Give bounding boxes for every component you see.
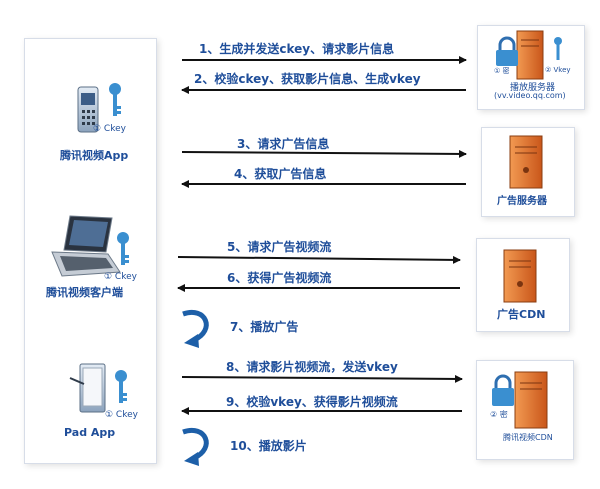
ad-server-icon (509, 135, 543, 189)
ad-cdn-icon (503, 249, 537, 303)
app-key-label: ① Ckey (93, 124, 126, 134)
cdn-key-label: ② 密 (490, 410, 508, 419)
key-icon-pc (117, 232, 129, 265)
arrow-step-5 (177, 255, 461, 264)
step-10-label: 10、播放影片 (230, 439, 307, 453)
play-server-icon (516, 30, 544, 80)
step-4-label: 4、获取广告信息 (234, 167, 327, 181)
lock-icon-play (496, 36, 518, 66)
video-cdn-label: 腾讯视频CDN (503, 433, 553, 442)
step-1-label: 1、生成并发送ckey、请求影片信息 (199, 42, 395, 56)
ad-cdn-label: 广告CDN (497, 308, 546, 321)
key-icon-pad (115, 370, 127, 403)
play-key2-label: ② Vkey (545, 66, 571, 74)
step-8-label: 8、请求影片视频流，发送vkey (226, 360, 398, 374)
step-3-label: 3、请求广告信息 (237, 137, 330, 151)
step-5-label: 5、请求广告视频流 (227, 240, 332, 254)
lock-icon-cdn (492, 374, 514, 406)
app-label: 腾讯视频App (60, 149, 129, 162)
play-server-label: 播放服务器 (510, 83, 556, 93)
arrow-step-8 (181, 374, 463, 383)
arrow-step-3 (181, 149, 467, 158)
pad-icon (69, 363, 106, 413)
loop-arrow-step-10 (182, 427, 209, 466)
step-2-label: 2、校验ckey、获取影片信息、生成vkey (194, 72, 421, 86)
video-cdn-icon (514, 371, 548, 429)
pad-label: Pad App (64, 426, 116, 439)
step-9-label: 9、校验vkey、获得影片视频流 (226, 395, 398, 409)
step-7-label: 7、播放广告 (230, 320, 299, 334)
play-key1-label: ① 密 (494, 67, 510, 75)
pad-key-label: ① Ckey (105, 410, 138, 420)
ad-server-label: 广告服务器 (497, 196, 547, 207)
pc-key-label: ① Ckey (104, 272, 137, 282)
phone-icon (77, 86, 99, 133)
laptop-icon (51, 215, 121, 277)
step-6-label: 6、获得广告视频流 (227, 271, 332, 285)
pc-label: 腾讯视频客户端 (46, 286, 123, 299)
loop-arrow-step-7 (182, 309, 209, 348)
play-server-sublabel: (vv.video.qq.com) (494, 91, 566, 100)
key-icon-play (554, 37, 562, 60)
key-icon-app (109, 83, 121, 116)
